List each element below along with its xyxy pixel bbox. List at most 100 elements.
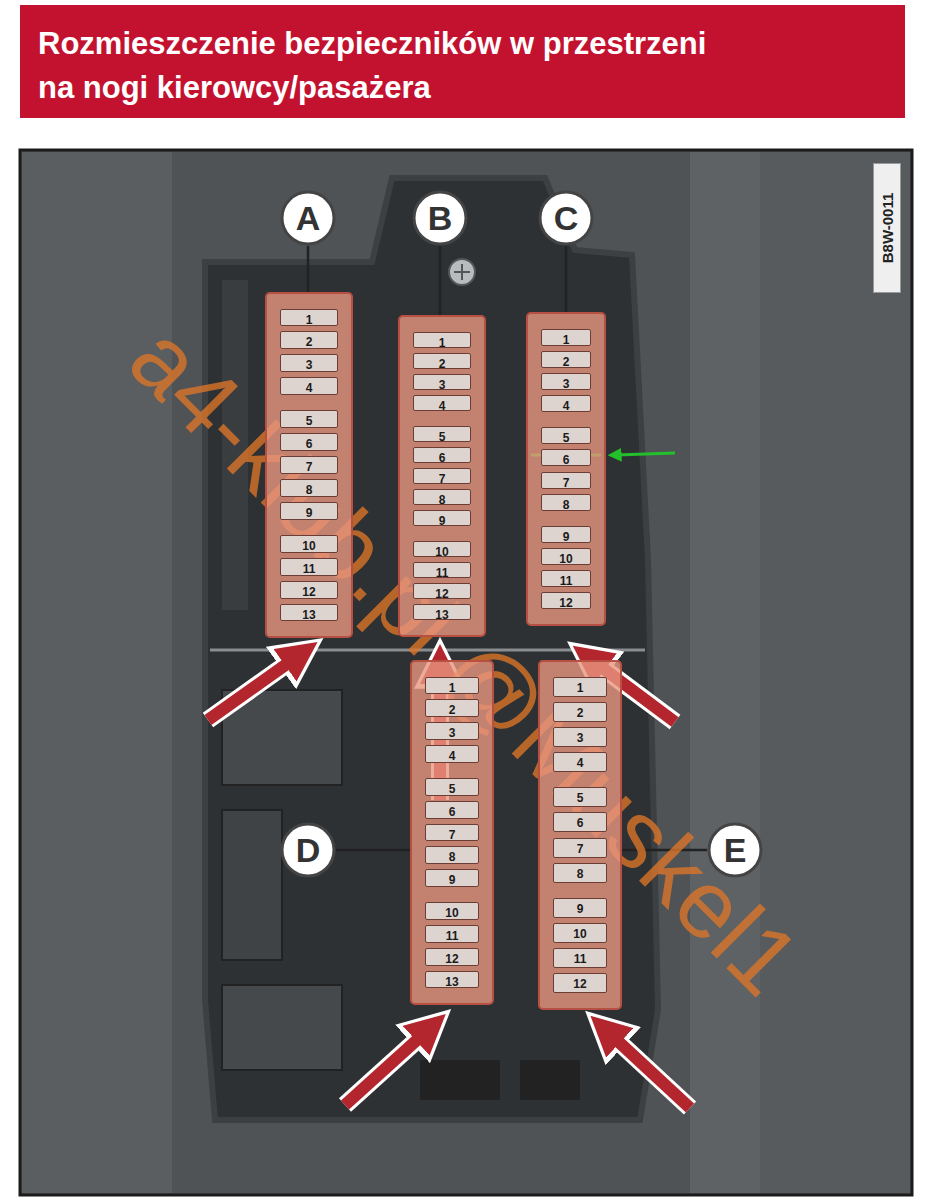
fuse-slot: 9 (541, 526, 591, 543)
callout-ring (282, 192, 334, 244)
pointer-arrow (345, 1030, 428, 1105)
fuse-slot: 11 (280, 558, 338, 576)
pointer-arrow-outline (208, 656, 298, 720)
screw (449, 259, 475, 285)
fuse-number: 4 (449, 749, 456, 763)
fuse-number: 13 (435, 608, 448, 622)
fuse-slot: 2 (553, 702, 607, 722)
fuse-number: 7 (449, 828, 456, 842)
callout-letter: B (428, 201, 453, 235)
fuse-slot: 1 (553, 677, 607, 697)
fuse-number: 6 (306, 437, 313, 451)
relay (222, 810, 282, 960)
fuse-number: 11 (303, 562, 316, 576)
callout-circle: C (538, 190, 594, 246)
pointer-arrow (608, 1032, 690, 1108)
connector-socket (420, 1060, 500, 1100)
fuse-number: 6 (449, 805, 456, 819)
fuse-number: 3 (449, 726, 456, 740)
fuse-number: 4 (577, 756, 584, 770)
fuse-number: 2 (439, 357, 446, 371)
title-text: Rozmieszczenie bezpieczników w przestrze… (38, 22, 728, 110)
fuse-number: 7 (563, 476, 570, 490)
fuse-slot: 4 (413, 395, 471, 411)
fuse-slot: 7 (425, 824, 479, 842)
fuse-number: 7 (439, 472, 446, 486)
fuse-number: 8 (449, 850, 456, 864)
fuse-number: 2 (563, 355, 570, 369)
trim-panel (690, 152, 760, 1193)
callout-circle: A (280, 190, 336, 246)
fuse-slot: 8 (553, 863, 607, 883)
fuse-slot: 7 (280, 456, 338, 474)
fuse-slot: 6 (413, 447, 471, 463)
callout-letter: D (296, 833, 321, 867)
pointer-arrow (208, 656, 298, 720)
photo-ground (20, 150, 912, 1195)
fuse-number: 8 (439, 493, 446, 507)
fuse-slot: 6 (280, 433, 338, 451)
fuse-slot: 9 (425, 869, 479, 887)
fuse-slot: 10 (541, 548, 591, 565)
figure-code: B8W-0011 (873, 163, 901, 293)
fuse-number: 12 (435, 587, 448, 601)
fuse-number: 13 (445, 975, 458, 989)
fuse-slot: 10 (553, 923, 607, 943)
screw-slot (454, 264, 470, 280)
housing-divider (210, 649, 645, 652)
fuse-number: 3 (306, 358, 313, 372)
fuse-panel: 12345678910111213 (265, 292, 353, 638)
fuse-number: 2 (577, 706, 584, 720)
fuse-number: 9 (439, 514, 446, 528)
fuse-number: 10 (302, 539, 315, 553)
fuse-slot: 13 (413, 604, 471, 620)
fuse-slot: 9 (280, 502, 338, 520)
fuse-number: 5 (577, 791, 584, 805)
fuse-slot: 10 (425, 902, 479, 920)
fuse-number: 3 (577, 731, 584, 745)
fuse-slot: 3 (541, 373, 591, 390)
callout-circle: B (412, 190, 468, 246)
fuse-slot: 8 (541, 494, 591, 511)
fuse-slot: 8 (413, 489, 471, 505)
leader-line (439, 246, 442, 315)
fuse-panel: 12345678910111213 (398, 315, 486, 637)
fuse-slot: 9 (413, 510, 471, 526)
fuse-number: 9 (449, 873, 456, 887)
fuse-slot: 8 (280, 479, 338, 497)
fuse-number: 4 (306, 381, 313, 395)
fuse-slot: 5 (413, 426, 471, 442)
fuse-slot: 2 (541, 351, 591, 368)
fuse-slot: 10 (413, 541, 471, 557)
fuse-number: 10 (435, 545, 448, 559)
marker-arrow (616, 453, 675, 455)
fuse-slot: 5 (280, 410, 338, 428)
trim-panel (22, 152, 172, 1193)
fuse-slot: 2 (425, 699, 479, 717)
fuse-slot: 12 (553, 973, 607, 993)
leader-line (565, 246, 568, 312)
fuse-number: 1 (439, 336, 446, 350)
fuse-slot: 6 (425, 801, 479, 819)
fuse-slot: 2 (413, 353, 471, 369)
callout-letter: E (724, 833, 747, 867)
fuse-slot: 10 (280, 535, 338, 553)
fuse-number: 11 (560, 574, 573, 588)
fuse-number: 1 (306, 313, 313, 327)
fuse-slot: 11 (413, 562, 471, 578)
callout-ring (709, 824, 761, 876)
fuse-number: 12 (302, 585, 315, 599)
fuse-number: 7 (306, 460, 313, 474)
fuse-slot: 3 (553, 727, 607, 747)
leader-line (307, 246, 310, 292)
fuse-slot: 3 (413, 374, 471, 390)
fuse-slot: 4 (280, 377, 338, 395)
fuse-number: 4 (563, 399, 570, 413)
callout-circle: E (707, 822, 763, 878)
callout-circle: D (280, 822, 336, 878)
fuse-slot: 7 (413, 468, 471, 484)
fuse-number: 1 (577, 681, 584, 695)
fuse-slot: 13 (425, 971, 479, 989)
